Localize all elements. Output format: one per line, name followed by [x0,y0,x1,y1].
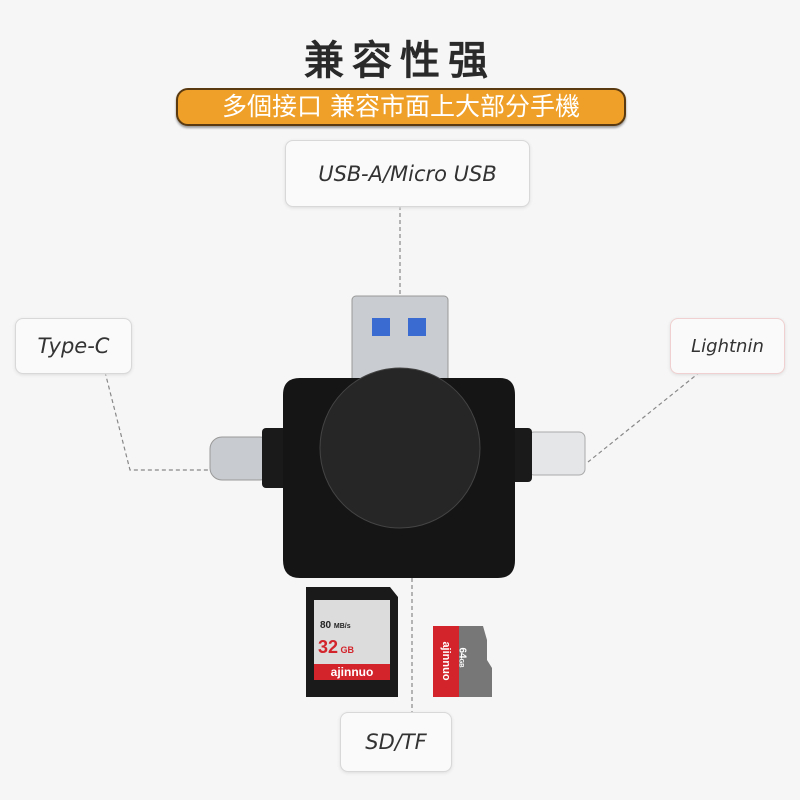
typec-leader-line [104,371,210,471]
lightning-leader-line [587,371,701,463]
subtitle-banner: 多個接口 兼容市面上大部分手機 [176,88,626,126]
sd-card [306,587,398,697]
sd-unit: GB [340,645,355,655]
sd-speed: 80 [320,620,332,631]
sd-speed-unit: MB/s [333,623,351,630]
usb-contact [372,318,390,336]
page-title: 兼容性强 [304,38,496,84]
micro-sd-capacity: 64 [456,647,468,659]
label-type-c: Type-C [15,318,132,374]
label-lightning: Lightnin [670,318,785,374]
lightning-plug [527,431,586,476]
label-sd-tf: SD/TF [340,712,452,772]
device-button [319,367,481,529]
sd-brand: ajinnuo [330,665,374,679]
micro-sd-unit: GB [457,658,464,668]
sd-capacity: 32 [318,637,339,657]
usb-contact [408,318,426,336]
micro-sd-card [433,626,492,697]
label-usb: USB-A/Micro USB [285,140,530,207]
micro-sd-brand: ajinnuo [440,641,452,681]
otg-reader-device [209,295,586,578]
